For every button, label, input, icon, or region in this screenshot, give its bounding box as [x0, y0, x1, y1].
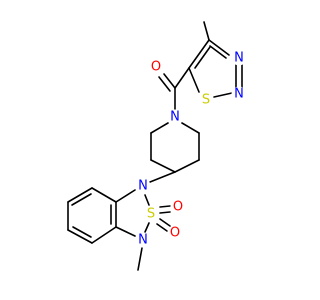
bond-piperidine-n-c2 — [150, 122, 169, 134]
atom-sulfonyl-sulfur: S — [147, 207, 155, 222]
atom-thiadiazole-sulfur: S — [202, 93, 210, 108]
bond-n1-c7a — [115, 189, 136, 203]
atom-label-halo — [231, 50, 247, 66]
atom-thiadiazole-n-lower: N — [234, 87, 244, 102]
bond-n3-methyl — [137, 247, 143, 271]
bond-c5-carbonyl — [174, 67, 190, 89]
bond-s2-n3 — [144, 222, 150, 233]
bond-piperidine-c5-c4 — [174, 159, 200, 173]
molecule-structure-diagram: O S N N N N S O O N — [67, 21, 247, 271]
atom-piperidine-nitrogen: N — [170, 110, 180, 125]
bond-thiadiazole-s1-c5 — [188, 67, 200, 93]
bond-thiadiazole-n2-s1 — [213, 92, 233, 98]
bond-s2-o-upper-1 — [159, 205, 171, 208]
bond-benzene-c5-c4 — [67, 229, 93, 244]
bond-layer — [67, 21, 243, 271]
bond-n3-c3a — [115, 226, 136, 237]
bond-piperidine-n-c6 — [181, 122, 200, 134]
bond-benzene-c7-c6-inner — [71, 193, 92, 206]
atom-benzothiadiazole-n3: N — [138, 233, 148, 248]
bond-n1-s2 — [144, 194, 150, 206]
atom-label-halo — [198, 92, 214, 108]
atom-carbonyl-oxygen: O — [151, 60, 161, 75]
atom-label-halo — [167, 225, 183, 241]
bond-s2-o-upper-2 — [159, 211, 171, 214]
atom-thiadiazole-n-upper: N — [234, 51, 244, 66]
bond-piperidine-c3-c4 — [150, 159, 176, 173]
bond-thiadiazole-c4-n3 — [208, 39, 230, 56]
atom-label-halo — [148, 59, 164, 75]
bond-s2-o-lower-1 — [159, 218, 171, 227]
bond-thiadiazole-c5-c4 — [188, 39, 210, 69]
bond-thiadiazole-c4-n3-inner — [209, 45, 227, 59]
atom-label-halo — [170, 199, 186, 215]
bond-benzene-c7-c6 — [67, 187, 93, 203]
atom-benzothiadiazole-n1: N — [138, 179, 148, 194]
atom-label-halo — [135, 178, 151, 194]
atom-sulfonyl-oxygen-lower: O — [170, 226, 180, 241]
bond-piperidine-c4-n1 — [149, 171, 176, 183]
atom-label-halo — [167, 109, 183, 125]
bond-carbonyl-oxygen-1 — [163, 73, 176, 89]
atom-label-halo — [143, 206, 159, 222]
bond-benzene-c7a-c7 — [91, 187, 117, 203]
bond-thiadiazole-c5-c4-inner — [194, 46, 211, 69]
atom-label-halo — [135, 232, 151, 248]
bond-carbonyl-oxygen-2 — [158, 76, 171, 92]
atom-label-layer: O S N N N N S O O N — [135, 50, 247, 248]
bond-benzene-c5-c4-inner — [72, 226, 92, 238]
bond-benzene-c4-c3a — [91, 226, 117, 244]
bond-s2-o-lower-2 — [156, 223, 168, 232]
atom-label-halo — [231, 86, 247, 102]
atom-sulfonyl-oxygen-upper: O — [173, 200, 183, 215]
bond-methyl-thiadiazole — [203, 21, 210, 41]
